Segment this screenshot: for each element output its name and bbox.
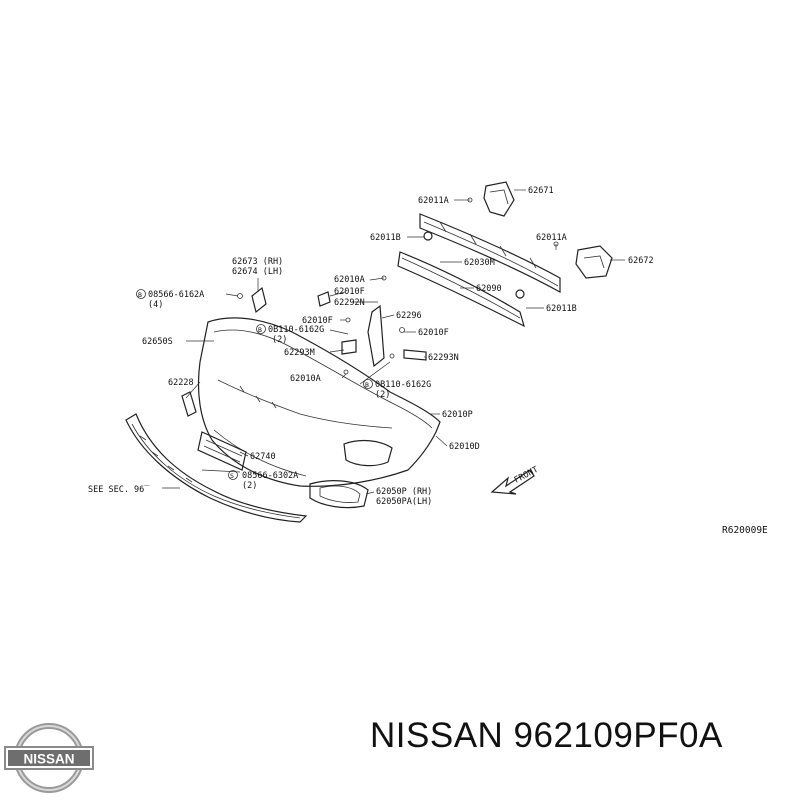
label-62293M: 62293M — [284, 348, 315, 358]
label-62011B-left: 62011B — [370, 233, 401, 243]
screw-mark-text: S — [230, 472, 234, 480]
label-front: FRONT — [513, 465, 540, 486]
bracket-62671 — [483, 181, 515, 217]
label-62090: 62090 — [476, 284, 502, 294]
label-62293N: 62293N — [428, 353, 459, 363]
label-62672: 62672 — [628, 256, 654, 266]
bolt-mark-text: B — [258, 326, 262, 334]
lower-spoiler — [125, 413, 308, 523]
nissan-logo-icon: NISSAN — [4, 723, 94, 793]
label-62296: 62296 — [396, 311, 422, 321]
label-see-sec: SEE SEC. 96̅ — [88, 485, 150, 495]
label-62650S: 62650S — [142, 337, 173, 347]
front-arrow — [490, 469, 535, 495]
label-reference-code: R620009E — [722, 525, 768, 536]
label-62011B-right: 62011B — [546, 304, 577, 314]
side-bracket-62673 — [237, 286, 267, 314]
label-62674-lh: 62674 (LH) — [232, 267, 283, 277]
label-62010A-a: 62010A — [334, 275, 365, 285]
label-62673-rh: 62673 (RH) — [232, 257, 283, 267]
label-62671: 62671 — [528, 186, 554, 196]
clips-top — [423, 197, 559, 299]
bolt-mark-text: B — [365, 381, 369, 389]
label-62030M: 62030M — [464, 258, 495, 268]
label-62010A-b: 62010A — [290, 374, 321, 384]
label-08566-6302A: 08566-6302A — [242, 471, 298, 481]
part-labels: 62671 62011A 62011B 62011A 62672 62030M … — [88, 186, 768, 536]
label-08566-6162A: 08566-6162A — [148, 290, 204, 300]
label-62010F-c: 62010F — [418, 328, 449, 338]
side-piece-62228 — [181, 391, 197, 417]
bolt-mark-text: B — [138, 291, 142, 299]
label-0B110-a-qty: (2) — [272, 335, 287, 345]
leader-lines — [162, 189, 625, 495]
label-62050P-rh: 62050P (RH) — [376, 487, 432, 497]
bracket-62672 — [575, 245, 613, 279]
label-62050PA-lh: 62050PA(LH) — [376, 497, 432, 507]
label-0B110-6162G-b: 0B110-6162G — [375, 380, 431, 390]
label-62010F-a: 62010F — [334, 287, 365, 297]
label-62740: 62740 — [250, 452, 276, 462]
label-0B110-6162G-a: 0B110-6162G — [268, 325, 324, 335]
label-62010F-b: 62010F — [302, 316, 333, 326]
bolt-mark-icon — [136, 289, 146, 299]
label-62011A-right: 62011A — [536, 233, 567, 243]
label-08566-6162A-qty: (4) — [148, 300, 163, 310]
label-62010D: 62010D — [449, 442, 480, 452]
label-62010P: 62010P — [442, 410, 473, 420]
bumper-reinforcement — [397, 213, 561, 328]
label-0B110-b-qty: (2) — [375, 390, 390, 400]
bolt-mark-icon — [363, 379, 373, 389]
fog-bezel-62050P — [309, 480, 369, 509]
nissan-logo-text: NISSAN — [23, 752, 74, 767]
grille-62740 — [197, 431, 247, 471]
screw-mark-icon — [228, 470, 238, 480]
part-number-title: NISSAN 962109PF0A — [370, 716, 723, 755]
label-62011A-top: 62011A — [418, 196, 449, 206]
label-62292N: 62292N — [334, 298, 365, 308]
bolt-mark-icon — [256, 324, 266, 334]
label-08566-6302A-qty: (2) — [242, 481, 257, 491]
label-62228: 62228 — [168, 378, 194, 388]
bumper-fascia-62650S — [197, 317, 441, 487]
